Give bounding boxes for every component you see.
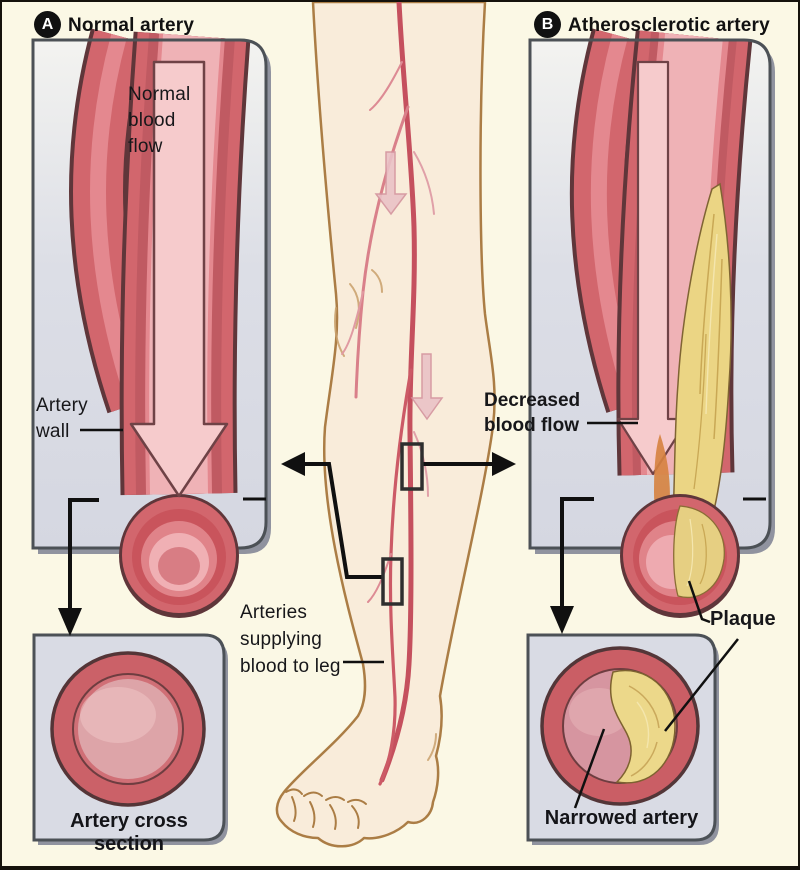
arrow-to-normal-artery xyxy=(302,462,383,579)
plaque-crescent xyxy=(609,669,676,784)
panel-b-title: Atherosclerotic artery xyxy=(568,15,770,36)
artery-cross-section-caption: Artery cross section xyxy=(70,810,188,855)
narrowed-artery-caption: Narrowed artery xyxy=(544,807,699,829)
artery-main-tube xyxy=(616,30,753,476)
toes xyxy=(285,788,367,830)
plaque-deposit xyxy=(654,182,732,540)
panel-a-title: Normal artery xyxy=(68,15,195,36)
leg-callout-box-upper xyxy=(400,442,424,491)
leg-outline xyxy=(275,2,496,848)
normal-cross-section xyxy=(50,651,206,807)
arteries-supplying-label: Arteries supplying blood to leg xyxy=(240,602,341,677)
artery-cut-opening xyxy=(119,494,239,618)
leg-arteries xyxy=(341,2,435,786)
panel-a-badge: A xyxy=(34,11,61,38)
leg-callout-box-lower xyxy=(381,557,404,606)
knee-contours xyxy=(334,269,437,761)
plaque-label: Plaque xyxy=(710,608,776,630)
artery-cut-opening xyxy=(620,494,740,618)
narrowed-cross-section xyxy=(540,646,700,806)
atherosclerotic-artery-illustration xyxy=(528,28,775,618)
panel-b-badge: B xyxy=(534,11,561,38)
normal-blood-flow-label: Normal blood flow xyxy=(128,84,191,157)
decreased-blood-flow-label: Decreased blood flow xyxy=(484,390,581,436)
arrow-to-cross-section-a xyxy=(68,498,99,610)
arrowhead-left xyxy=(281,452,305,476)
plaque-pointer-crescent xyxy=(664,638,739,732)
artery-branch xyxy=(569,28,662,413)
leg-flow-arrows xyxy=(374,151,444,421)
arrow-to-cross-section-b xyxy=(560,497,594,608)
plaque-pointer-tube xyxy=(687,580,711,624)
narrowed-artery-pointer xyxy=(573,728,606,809)
arrowhead-right xyxy=(492,452,516,476)
arrowhead-down-a xyxy=(58,608,82,636)
artery-wall-label: Artery wall xyxy=(36,395,88,442)
decreased-flow-arrow xyxy=(616,60,690,476)
arrowhead-down-b xyxy=(550,606,574,634)
